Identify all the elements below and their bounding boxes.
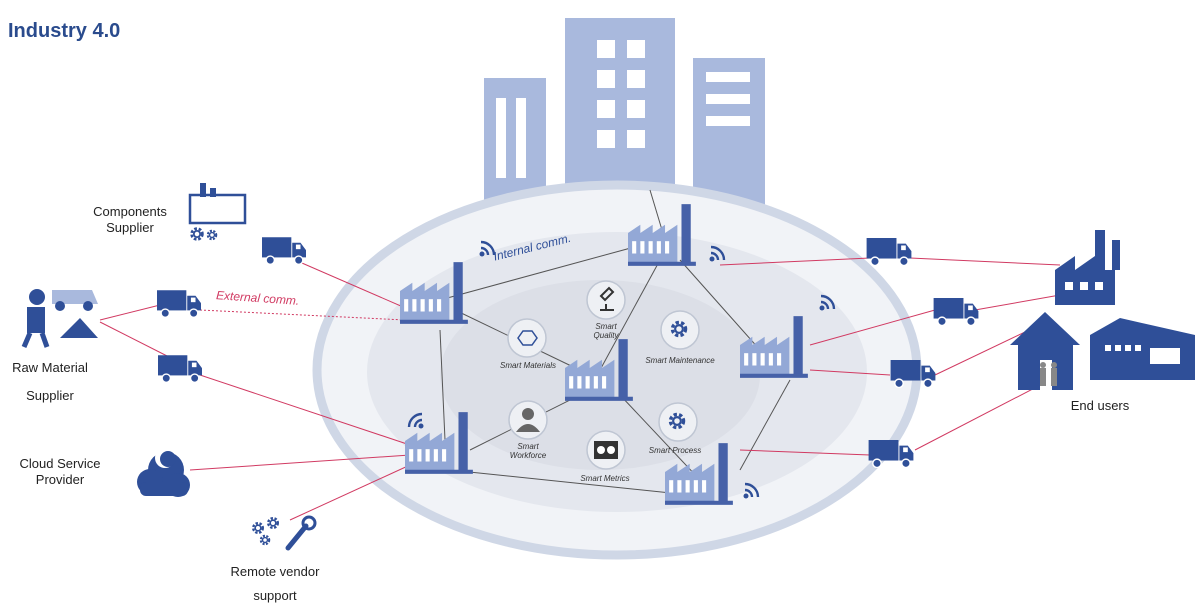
- raw-material-icon: [21, 289, 98, 348]
- truck-icon: [157, 290, 201, 318]
- remote-support-icon: [251, 515, 317, 551]
- end-user-factory-icon: [1055, 230, 1120, 305]
- building-icon: [1090, 318, 1195, 380]
- remote-vendor-support-label: Remote vendor support: [230, 564, 320, 603]
- molecule-icon: [507, 318, 547, 358]
- truck-icon: [158, 355, 202, 383]
- smart-quality-label: Smart Quality: [593, 322, 619, 340]
- cloud-icon: [137, 448, 190, 497]
- smart-metrics-label: Smart Metrics: [580, 474, 630, 483]
- cloud-service-provider-label: Cloud Service Provider: [19, 456, 101, 488]
- components-supplier-icon: [188, 183, 247, 241]
- smart-maintenance-label: Smart Maintenance: [645, 356, 715, 365]
- gears-icon: [660, 310, 700, 350]
- page-title: Industry 4.0: [8, 20, 121, 42]
- truck-icon: [262, 237, 306, 265]
- smart-materials-label: Smart Materials: [499, 361, 556, 370]
- truck-icon: [933, 298, 979, 326]
- smart-process-label: Smart Process: [648, 446, 702, 455]
- truck-icon: [868, 440, 914, 468]
- people-icon: [1040, 362, 1057, 386]
- smart-workforce-label: Smart Workforce: [509, 442, 547, 460]
- raw-material-supplier-label: Raw Material Supplier: [12, 360, 88, 403]
- external-links: [99, 257, 1061, 521]
- end-users-label: End users: [1070, 398, 1130, 413]
- gears-icon: [658, 402, 698, 442]
- components-supplier-label: Components Supplier: [93, 204, 167, 236]
- smart-nodes: [507, 280, 700, 470]
- truck-icon: [866, 238, 912, 266]
